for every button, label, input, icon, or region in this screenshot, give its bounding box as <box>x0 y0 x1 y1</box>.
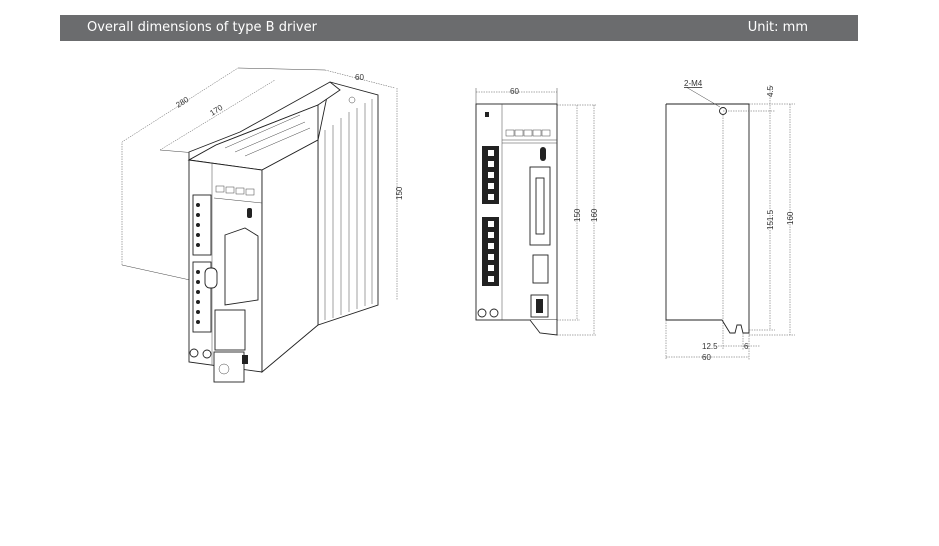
dim-170: 170 <box>208 103 225 118</box>
dim-280: 280 <box>174 95 191 110</box>
dim-12-5: 12.5 <box>702 342 718 351</box>
section-title: Overall dimensions of type B driver <box>87 20 317 35</box>
dim-6: 6 <box>744 342 749 351</box>
front-dim-60: 60 <box>510 87 519 96</box>
front-dim-160: 160 <box>590 208 599 222</box>
section-header: Overall dimensions of type B driver Unit… <box>60 15 858 41</box>
dim-160-side: 160 <box>786 211 795 225</box>
front-view: 60 150 160 <box>475 87 599 336</box>
hole-label: 2-M4 <box>684 79 703 88</box>
front-dim-150: 150 <box>573 208 582 222</box>
isometric-view: 280 170 60 150 <box>121 67 404 383</box>
leds <box>213 185 263 204</box>
terminal-blocks <box>192 194 212 333</box>
unit-label: Unit: mm <box>747 20 808 35</box>
dim-151-5: 151.5 <box>766 209 775 230</box>
dim-60: 60 <box>355 73 364 82</box>
dim-4-5: 4.5 <box>766 85 775 97</box>
dim-60-side: 60 <box>702 353 711 362</box>
side-view: 2-M4 4.5 151.5 160 12.5 6 60 <box>665 79 795 362</box>
dim-150: 150 <box>395 186 404 200</box>
